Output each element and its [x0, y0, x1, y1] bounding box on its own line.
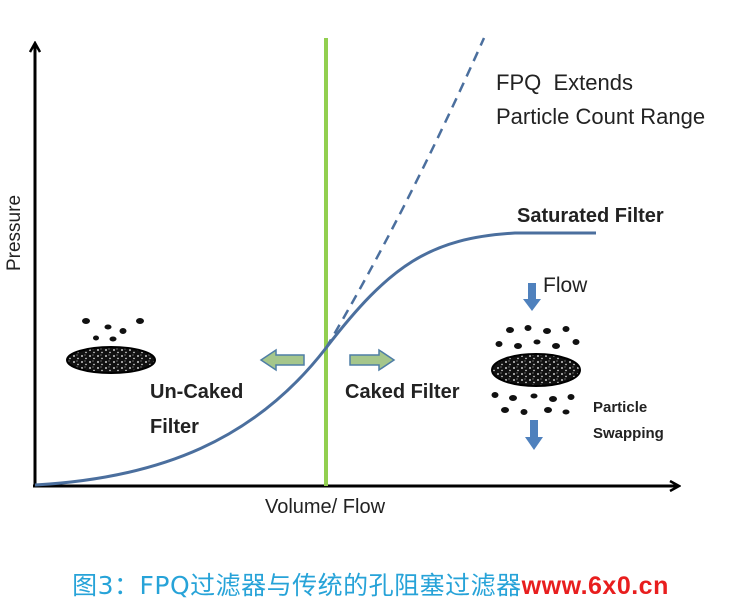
right-arrow-icon — [349, 348, 396, 372]
caked-filter-disc-icon — [491, 325, 581, 415]
fpq-label-line2: Particle Count Range — [496, 104, 705, 129]
left-arrow-icon — [259, 348, 305, 372]
uncaked-filter-disc-icon — [66, 318, 156, 374]
fpq-label-line1: FPQ Extends — [496, 70, 633, 95]
uncaked-label-line1: Un-Caked — [150, 381, 243, 403]
caked-filter-label: Caked Filter — [345, 381, 460, 403]
uncaked-particles — [82, 318, 144, 342]
swap-down-arrow-icon — [525, 420, 543, 450]
saturated-filter-label: Saturated Filter — [517, 205, 664, 227]
fpq-extension-line — [324, 37, 486, 349]
particle-swapping-line2: Swapping — [593, 425, 664, 442]
caked-particles — [491, 325, 580, 415]
x-axis-label: Volume/ Flow — [265, 496, 386, 518]
caption-text: 图3：FPQ过滤器与传统的孔阻塞过滤器 — [72, 571, 522, 600]
watermark: www.6x0.cn — [521, 572, 669, 600]
flow-down-arrow-icon — [523, 283, 541, 311]
y-axis-label: Pressure — [4, 195, 25, 271]
figure-caption: 图3：FPQ过滤器与传统的孔阻塞过滤器www.6x0.cn — [0, 566, 741, 602]
pressure-curve — [34, 231, 596, 487]
uncaked-label-line2: Filter — [150, 416, 199, 438]
flow-label: Flow — [543, 274, 588, 297]
particle-swapping-line1: Particle — [593, 399, 647, 416]
